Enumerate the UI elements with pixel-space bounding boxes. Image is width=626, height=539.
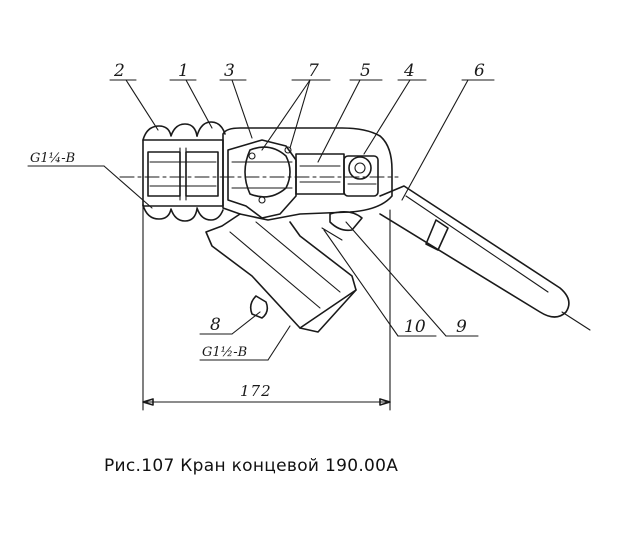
callout-6: 6 [474, 61, 485, 81]
figure-caption: Рис.107 Кран концевой 190.00А [104, 456, 399, 476]
callout-7: 7 [308, 61, 319, 81]
callout-1: 1 [178, 61, 189, 81]
callout-10: 10 [404, 317, 426, 337]
inlet-thread-label: G1¼-B [30, 151, 75, 166]
leader-lines [27, 79, 495, 361]
handle [379, 185, 591, 331]
callout-4: 4 [403, 61, 415, 81]
callout-3: 3 [224, 61, 235, 81]
callout-9: 9 [456, 317, 467, 337]
dimension-value: 172 [240, 382, 272, 400]
callout-8: 8 [210, 315, 221, 335]
outlet-thread-label: G1½-B [202, 345, 247, 360]
callout-2: 2 [113, 61, 125, 81]
outlet-branch [205, 210, 363, 333]
valve-body [222, 127, 393, 221]
inlet-coupling [142, 121, 226, 222]
callout-5: 5 [360, 61, 371, 81]
dimension-overall-length [142, 205, 391, 411]
